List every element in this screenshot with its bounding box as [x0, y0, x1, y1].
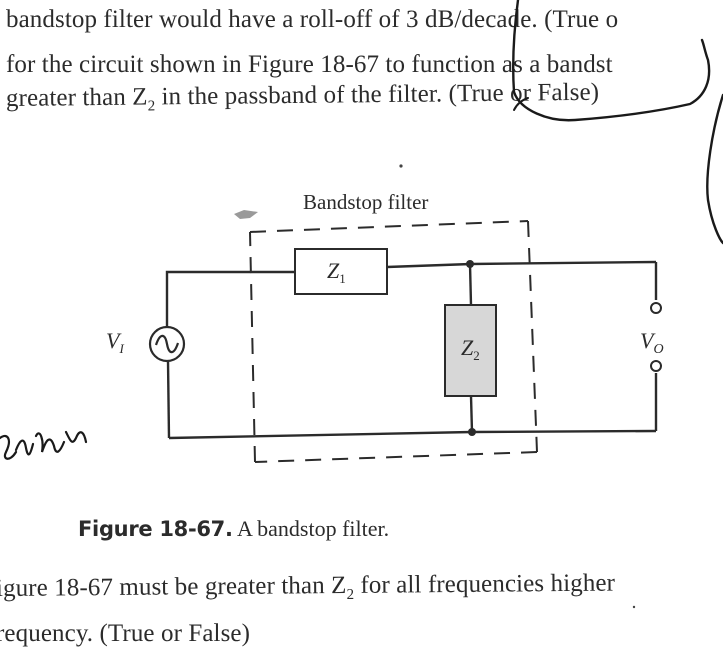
z2-impedance-box — [444, 304, 497, 397]
top-junction-dot — [466, 260, 474, 268]
output-voltage-label: VO — [640, 328, 664, 357]
ac-source-icon — [148, 325, 186, 363]
text-line-4-start: igure 18-67 must be greater than Z — [0, 571, 347, 602]
circuit-wires — [165, 260, 658, 440]
text-line-2: for the circuit shown in Figure 18-67 to… — [6, 51, 613, 78]
figure-caption-label: Figure 18-67. — [78, 517, 233, 541]
scan-speck — [399, 164, 403, 168]
output-terminal-bottom — [650, 360, 662, 372]
figure-caption: Figure 18-67. A bandstop filter. — [78, 516, 389, 542]
z1-label: Z1 — [327, 258, 346, 286]
scan-smudge — [234, 210, 258, 219]
bottom-junction-dot — [468, 428, 476, 436]
z1-impedance-box — [294, 248, 388, 295]
handwritten-circle-stroke — [512, 0, 723, 245]
text-line-4: igure 18-67 must be greater than Z2 for … — [0, 570, 615, 607]
input-voltage-label: VI — [106, 328, 124, 356]
filter-dashed-box — [249, 220, 538, 463]
figure-caption-text: A bandstop filter. — [232, 516, 390, 541]
text-line-4-end: for all frequencies higher — [353, 569, 616, 599]
handwritten-tick-stroke — [513, 97, 529, 111]
bandstop-box-label: Bandstop filter — [303, 190, 428, 214]
scan-speck — [632, 605, 636, 609]
z2-label: Z2 — [461, 335, 480, 363]
handwritten-margin-scribble — [0, 430, 88, 460]
output-terminal-top — [650, 302, 662, 314]
text-line-5: requency. (True or False) — [0, 620, 251, 647]
